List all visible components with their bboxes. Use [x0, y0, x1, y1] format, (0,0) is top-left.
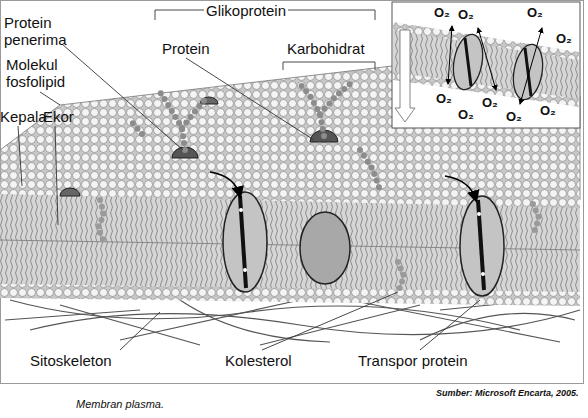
source-note: Sumber: Microsoft Encarta, 2005. [436, 388, 579, 398]
part-label: Ekor [43, 108, 74, 125]
figure-caption: Membran plasma. [76, 398, 164, 410]
part-label: Sitoskeleton [30, 352, 112, 369]
part-label: Protein [160, 40, 212, 57]
part-label: Transpor protein [358, 352, 468, 369]
part-label: Protein penerima [4, 14, 70, 48]
part-label: Kolesterol [225, 352, 292, 369]
part-label: Molekul fosfolipid [6, 56, 78, 90]
gas-label: O₂ [540, 104, 556, 118]
gas-label: O₂ [458, 108, 474, 122]
gas-label: O₂ [458, 8, 474, 22]
part-label: Kepala [0, 108, 47, 125]
gas-label: O₂ [482, 96, 498, 110]
gas-label: O₂ [527, 6, 543, 20]
gas-label: O₂ [556, 32, 572, 46]
gas-label: O₂ [434, 6, 450, 20]
gas-label: O₂ [506, 110, 522, 124]
part-label: Karbohidrat [285, 40, 367, 57]
gas-label: O₂ [436, 92, 452, 106]
part-label: Glikoprotein [204, 2, 288, 19]
